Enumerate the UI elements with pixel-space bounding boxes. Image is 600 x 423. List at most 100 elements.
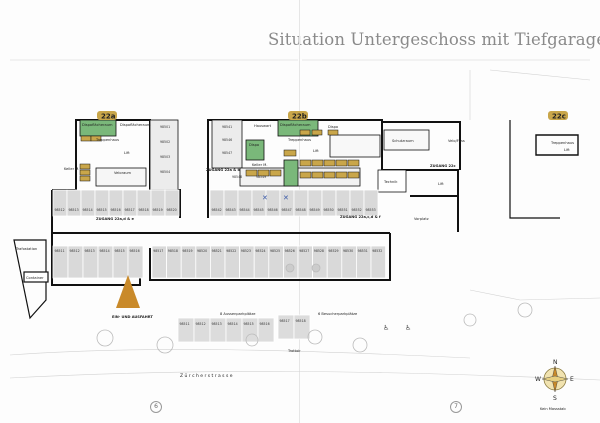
parking-stall	[52, 189, 68, 217]
parking-stall-label: 98544	[240, 208, 250, 212]
room-labels: Dispoflächeraum Dispoflächeraum Dispoflä…	[15, 123, 574, 411]
storage-box	[79, 175, 91, 182]
storage-box	[327, 129, 339, 136]
label-treppenhaus-c: Treppenhaus	[550, 141, 574, 145]
parking-stall-label: 98524	[255, 249, 265, 253]
label-dispo-a: Dispo	[249, 143, 259, 147]
parking-stall-label: 98528	[314, 249, 324, 253]
tree-symbols	[96, 263, 533, 354]
parking-stall-label: 98512	[55, 208, 65, 212]
parking-stall-label: 98552	[352, 208, 362, 212]
parking-stall	[209, 189, 225, 217]
parking-stall	[307, 189, 323, 217]
label-dispo-b: Dispo	[328, 125, 338, 129]
outdoor-stall-label: 98512	[196, 322, 206, 326]
label-keller-b: Keller M.	[252, 163, 267, 167]
parking-stall-label: 98514	[83, 208, 93, 212]
parking-stall-label: 98529	[328, 249, 338, 253]
storage-box	[335, 159, 348, 167]
outdoor-stall-label: 98514	[228, 322, 238, 326]
parking-stall-label: 98525	[270, 249, 280, 253]
parking-stall	[150, 189, 166, 217]
parking-stall-label: 98546	[268, 208, 278, 212]
parking-stall	[80, 189, 96, 217]
parking-stall	[370, 245, 387, 279]
storage-boxes	[79, 129, 360, 182]
svg-text:22a: 22a	[101, 113, 116, 121]
dispo-rooms	[79, 119, 319, 187]
cellar-label: 98547	[222, 151, 232, 155]
storage-box	[335, 171, 348, 179]
compass-south: S	[553, 395, 557, 402]
label-north-legend: Kein Massstab	[540, 407, 566, 411]
parking-stall-label: 98515	[97, 208, 107, 212]
wheelchair-icon: ♿	[383, 324, 389, 332]
compass-icon: N S E W	[535, 359, 574, 402]
label-lift-d: Lift	[438, 182, 444, 186]
cellar-label: 98501	[160, 125, 170, 129]
label-hauswart: Hauswart	[254, 124, 272, 128]
outdoor-stall-label: 98513	[212, 322, 222, 326]
page-title: Situation Untergeschoss mit Tiefgarage	[268, 30, 600, 49]
parking-stall-label: 98550	[324, 208, 334, 212]
label-dispo-raum-b: Dispoflächeraum	[280, 123, 311, 127]
storage-box	[323, 171, 336, 179]
parking-stall-label: 98545	[254, 208, 264, 212]
label-schutzraum: Schutzraum	[392, 139, 414, 143]
storage-box	[299, 171, 312, 179]
label-dispo-raum-a2: Dispoflächeraum	[120, 123, 151, 127]
storage-box	[347, 159, 360, 167]
parking-stall-label: 98513	[85, 249, 95, 253]
parking-stall-label: 98519	[182, 249, 192, 253]
parking-stall-label: 98530	[343, 249, 353, 253]
parking-stall	[94, 189, 110, 217]
parking-stall	[127, 245, 144, 279]
house-badges: 22a 22b 22c	[97, 111, 568, 121]
parking-stall-label: 98532	[372, 249, 382, 253]
house-badge-22a	[97, 111, 117, 120]
storage-box	[347, 171, 360, 179]
parking-stall-label: 98511	[55, 249, 65, 253]
label-dispo-raum-a: Dispoflächeraum	[82, 123, 113, 127]
label-zugang-a: ZUGANG 22a,d & e	[96, 217, 134, 221]
label-zugang-b-upper: ZUGANG 22a & b	[206, 168, 241, 172]
storage-box	[299, 129, 311, 136]
label-lift-b: Lift	[313, 149, 319, 153]
parking-stall-label: 98515	[115, 249, 125, 253]
parking-stall	[335, 189, 351, 217]
entrance-arrow	[116, 275, 140, 308]
svg-text:22b: 22b	[292, 113, 307, 121]
dispo-22b-strip	[283, 159, 299, 187]
parking-stall	[108, 189, 124, 217]
storage-box	[269, 169, 282, 177]
storage-box	[257, 169, 270, 177]
parking-stall	[349, 189, 365, 217]
label-treppenhaus-a: Treppenhaus	[95, 138, 119, 142]
cellar-label: 98504	[160, 170, 170, 174]
wheelchair-icon: ♿	[405, 324, 411, 332]
svg-text:✕: ✕	[262, 194, 268, 202]
label-lift-c: Lift	[564, 148, 570, 152]
compass-north: N	[553, 359, 558, 366]
storage-box	[311, 171, 324, 179]
parking-stall-label: 98520	[167, 208, 177, 212]
parking-stall-label: 98519	[153, 208, 163, 212]
outdoor-stall-label: 98517	[280, 319, 290, 323]
parking-stall-label: 98517	[153, 249, 163, 253]
parking-stall-label: 98521	[212, 249, 222, 253]
label-street: Z ü r c h e r s t r a s s e	[180, 373, 233, 379]
accessibility-icons: ✕ ✕ ♿ ♿	[262, 194, 411, 332]
storage-box	[311, 159, 324, 167]
page-number-right: 7	[450, 401, 462, 413]
cellar-label: 98541	[222, 125, 232, 129]
parking-stall	[136, 189, 152, 217]
label-ein-ausfahrt: EIN- UND AUSFAHRT	[112, 315, 153, 319]
storage-box	[323, 159, 336, 167]
parking-stall	[293, 189, 309, 217]
parking-stall-label: 98522	[226, 249, 236, 253]
label-veloweg: Velo/Fuss	[448, 139, 465, 143]
label-trafostation: Trafostation	[15, 247, 37, 251]
cellar-label: 98546	[222, 138, 232, 142]
parking-stall-label: 98542	[212, 208, 222, 212]
